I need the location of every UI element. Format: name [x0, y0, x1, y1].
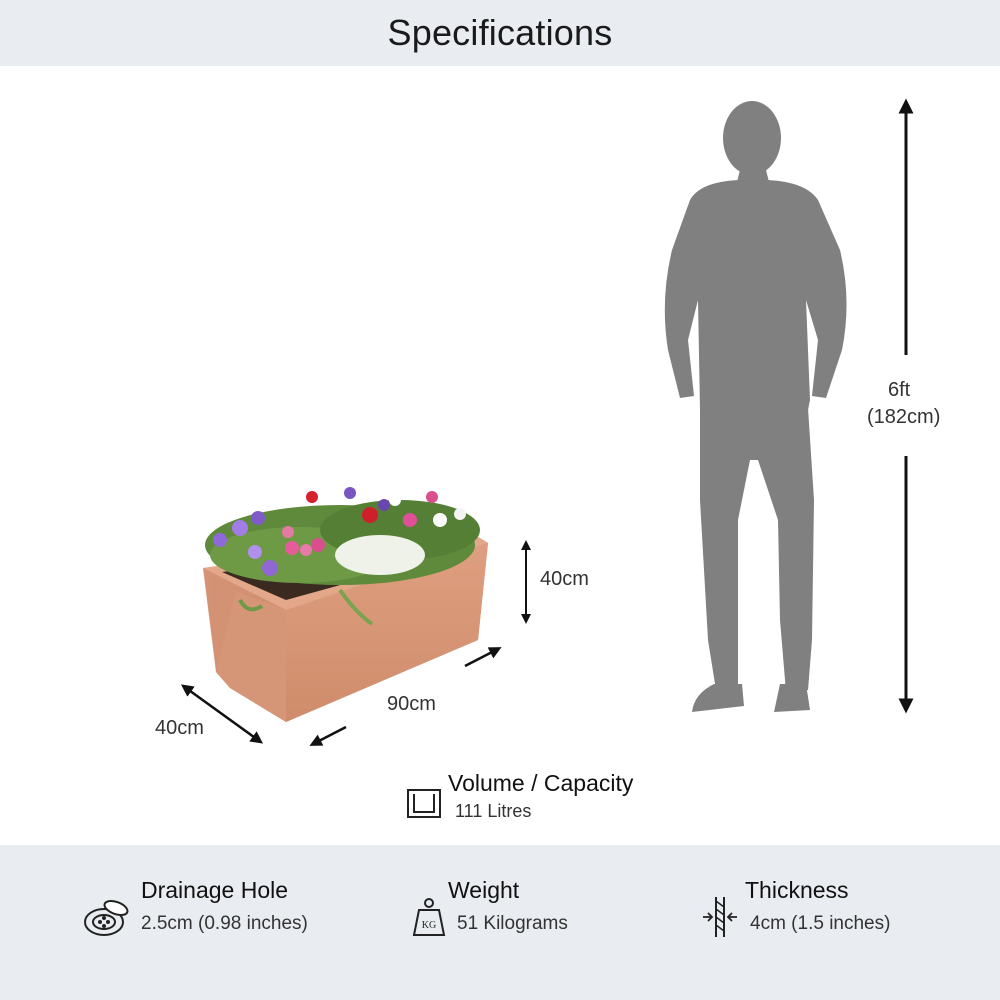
- weight-value: 51 Kilograms: [457, 913, 568, 934]
- depth-arrow: [180, 684, 264, 744]
- volume-title: Volume / Capacity: [448, 770, 634, 796]
- thickness-icon: [703, 897, 737, 937]
- planter-depth-label: 40cm: [155, 717, 204, 739]
- flower-arrangement: [205, 476, 480, 626]
- product-stage: 40cm 90cm 40cm 6ft (182cm) Volume / Capa…: [0, 66, 1000, 844]
- length-arrow-left: [309, 725, 347, 746]
- page-title: Specifications: [387, 12, 613, 53]
- person-height-cm-label: (182cm): [867, 406, 941, 428]
- svg-text:KG: KG: [422, 920, 436, 931]
- drainage-value: 2.5cm (0.98 inches): [141, 913, 308, 934]
- planter-height-label: 40cm: [540, 568, 589, 590]
- volume-value: 111 Litres: [455, 801, 532, 821]
- drainage-title: Drainage Hole: [141, 877, 289, 903]
- planter-box-icon: [407, 789, 441, 818]
- drainage-hole-icon: [84, 900, 129, 936]
- weight-title: Weight: [448, 877, 520, 903]
- planter-length-label: 90cm: [387, 693, 436, 715]
- person-height-ft-label: 6ft: [888, 379, 911, 401]
- thickness-title: Thickness: [745, 877, 849, 903]
- person-silhouette: [664, 101, 847, 712]
- header-band: Specifications: [0, 0, 1000, 66]
- specs-band: Drainage Hole 2.5cm (0.98 inches) KG Wei…: [0, 845, 1000, 1000]
- length-arrow-right: [464, 647, 502, 668]
- thickness-value: 4cm (1.5 inches): [750, 913, 891, 934]
- product-illustration: [180, 98, 914, 746]
- weight-kg-icon: KG: [412, 898, 446, 936]
